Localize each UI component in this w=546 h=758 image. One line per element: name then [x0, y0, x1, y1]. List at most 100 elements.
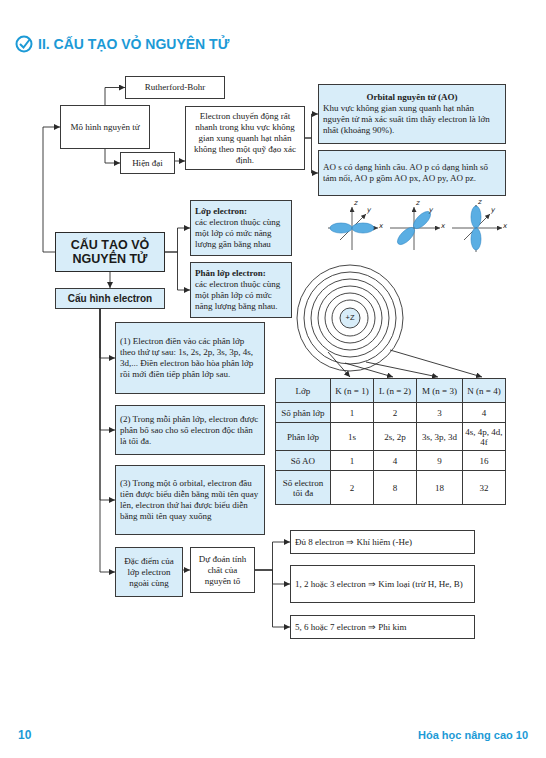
connector-arrow	[305, 114, 318, 138]
cell-text: Số AO	[291, 456, 315, 466]
table-row: Lớp K (n = 1) L (n = 2) M (n = 3) N (n = 4)	[276, 379, 506, 403]
box-text: (3) Trong một ô orbital, electron đầu ti…	[120, 478, 260, 522]
rule-box: (1) Electron điền vào các phân lớp theo …	[115, 322, 265, 394]
table-row: Phân lớp1s2s, 2p3s, 3p, 3d4s, 4p, 4d, 4f	[276, 423, 506, 451]
table-cell: 16	[463, 451, 506, 471]
box-text: 1, 2 hoặc 3 electron ⇒ Kim loại (trừ H, …	[295, 579, 470, 590]
box-text: (1) Electron điền vào các phân lớp theo …	[120, 336, 260, 380]
table-cell: Số phân lớp	[276, 403, 331, 423]
orbital-lobe	[471, 206, 481, 228]
cell-text: 4	[482, 408, 487, 418]
table-cell: 3s, 3p, 3d	[417, 423, 463, 451]
connector-arrow	[100, 309, 115, 572]
axis-label: x	[379, 222, 383, 230]
box-text: Đặc điểm của lớp electron ngoài cùng	[120, 556, 178, 589]
cell-text: 1	[350, 408, 355, 418]
result-box: 5, 6 hoặc 7 electron ⇒ Phi kim	[290, 615, 475, 639]
box-text: Đủ 8 electron ⇒ Khí hiếm (-He)	[295, 537, 470, 548]
connector-arrow	[165, 252, 190, 290]
connector-arrow	[100, 309, 115, 430]
table-cell: 3	[417, 403, 463, 423]
electron-shell-ring	[332, 300, 368, 336]
box-text: Dự đoán tính chất của nguyên tố	[195, 554, 250, 587]
table-row: Số electron tối đa281832	[276, 471, 506, 505]
cell-text: M (n = 3)	[422, 386, 457, 396]
cell-text: 32	[480, 483, 489, 493]
cell-text: 3s, 3p, 3d	[422, 432, 457, 442]
rule-box: (3) Trong một ô orbital, electron đầu ti…	[115, 465, 265, 535]
box-text: 5, 6 hoặc 7 electron ⇒ Phi kim	[295, 622, 470, 633]
concept-box: Phân lớp electron:các electron thuộc cùn…	[190, 262, 292, 318]
result-box: Đủ 8 electron ⇒ Khí hiếm (-He)	[290, 530, 475, 554]
nucleus-circle	[340, 308, 360, 328]
leader-arrow	[366, 362, 438, 377]
table-cell: L (n = 2)	[374, 379, 417, 403]
cell-text: Phân lớp	[287, 432, 319, 442]
feature-box: Dự đoán tính chất của nguyên tố	[190, 547, 255, 593]
connector-arrow	[175, 161, 185, 162]
subtopic-box: Cấu hình electron	[55, 288, 165, 309]
axis-label: y	[367, 206, 371, 214]
leader-arrow	[390, 350, 482, 377]
cell-text: 1	[350, 456, 355, 466]
model-box: Rutherford-Bohr	[125, 76, 225, 99]
cell-text: K (n = 1)	[335, 386, 368, 396]
definition-box: AO s có dạng hình cầu. AO p có dạng hình…	[318, 150, 506, 196]
electron-shell-ring	[297, 265, 403, 371]
cell-text: 4	[393, 456, 398, 466]
axis-label: y	[429, 206, 433, 214]
connector-arrow	[255, 570, 290, 627]
box-text: (2) Trong mỗi phân lớp, electron được ph…	[120, 414, 260, 447]
table-cell: Lớp	[276, 379, 331, 403]
table-cell: Số electron tối đa	[276, 471, 331, 505]
central-topic-box: CẤU TẠO VỎ NGUYÊN TỬ	[55, 232, 165, 272]
orbital-lobe	[395, 225, 418, 248]
cell-text: Số electron tối đa	[283, 478, 324, 498]
cell-text: Lớp	[296, 386, 311, 396]
connector-arrow	[183, 570, 190, 571]
connector-arrow	[105, 149, 120, 163]
axis-label: z	[478, 198, 482, 206]
box-text: AO s có dạng hình cầu. AO p có dạng hình…	[323, 162, 501, 184]
connector-arrow	[255, 542, 290, 570]
connector-arrow	[105, 88, 125, 106]
cell-text: 9	[437, 456, 442, 466]
connector-arrow	[110, 272, 111, 288]
data-table: Lớp K (n = 1) L (n = 2) M (n = 3) N (n = 4) S…	[275, 378, 506, 505]
book-title: Hóa học nâng cao 10	[418, 728, 528, 742]
axis-label: z	[354, 199, 358, 207]
table-body: Lớp K (n = 1) L (n = 2) M (n = 3) N (n = 4) S…	[276, 379, 506, 505]
concept-box: Lớp electron:các electron thuộc cùng một…	[190, 200, 292, 256]
electron-shell-ring	[311, 279, 389, 357]
box-text: Mô hình nguyên tử	[65, 122, 145, 133]
table-cell: 1	[331, 451, 374, 471]
model-box: Hiện đại	[120, 152, 175, 174]
orbital-lobe	[352, 223, 374, 233]
box-heading: Phân lớp electron:	[195, 268, 287, 279]
leader-arrow	[345, 363, 393, 377]
table-cell: 1s	[331, 423, 374, 451]
title-icon-ring	[17, 37, 32, 52]
table-cell: M (n = 3)	[417, 379, 463, 403]
rule-box: (2) Trong mỗi phân lớp, electron được ph…	[115, 405, 265, 455]
table-cell: N (n = 4)	[463, 379, 506, 403]
table-cell: 4s, 4p, 4d, 4f	[463, 423, 506, 451]
table-cell: 4	[374, 451, 417, 471]
definition-box: Orbital nguyên tử (AO)Khu vực không gian…	[318, 84, 506, 144]
box-heading: Lớp electron:	[195, 206, 287, 217]
table-cell: K (n = 1)	[331, 379, 374, 403]
table-cell: 18	[417, 471, 463, 505]
table-cell: 1	[331, 403, 374, 423]
table-cell: Số AO	[276, 451, 331, 471]
table-cell: 4	[463, 403, 506, 423]
box-text: Khu vực không gian xung quanh hạt nhân n…	[323, 103, 501, 136]
result-box: 1, 2 hoặc 3 electron ⇒ Kim loại (trừ H, …	[290, 565, 475, 603]
box-text: Cấu hình electron	[60, 293, 160, 305]
page-number: 10	[18, 728, 31, 742]
nucleus-label: +Z	[342, 314, 358, 322]
connector-arrow	[100, 309, 115, 358]
cell-text: 2	[350, 483, 355, 493]
cell-text: 16	[480, 456, 489, 466]
description-box: Electron chuyển động rất nhanh trong khu…	[185, 106, 305, 170]
